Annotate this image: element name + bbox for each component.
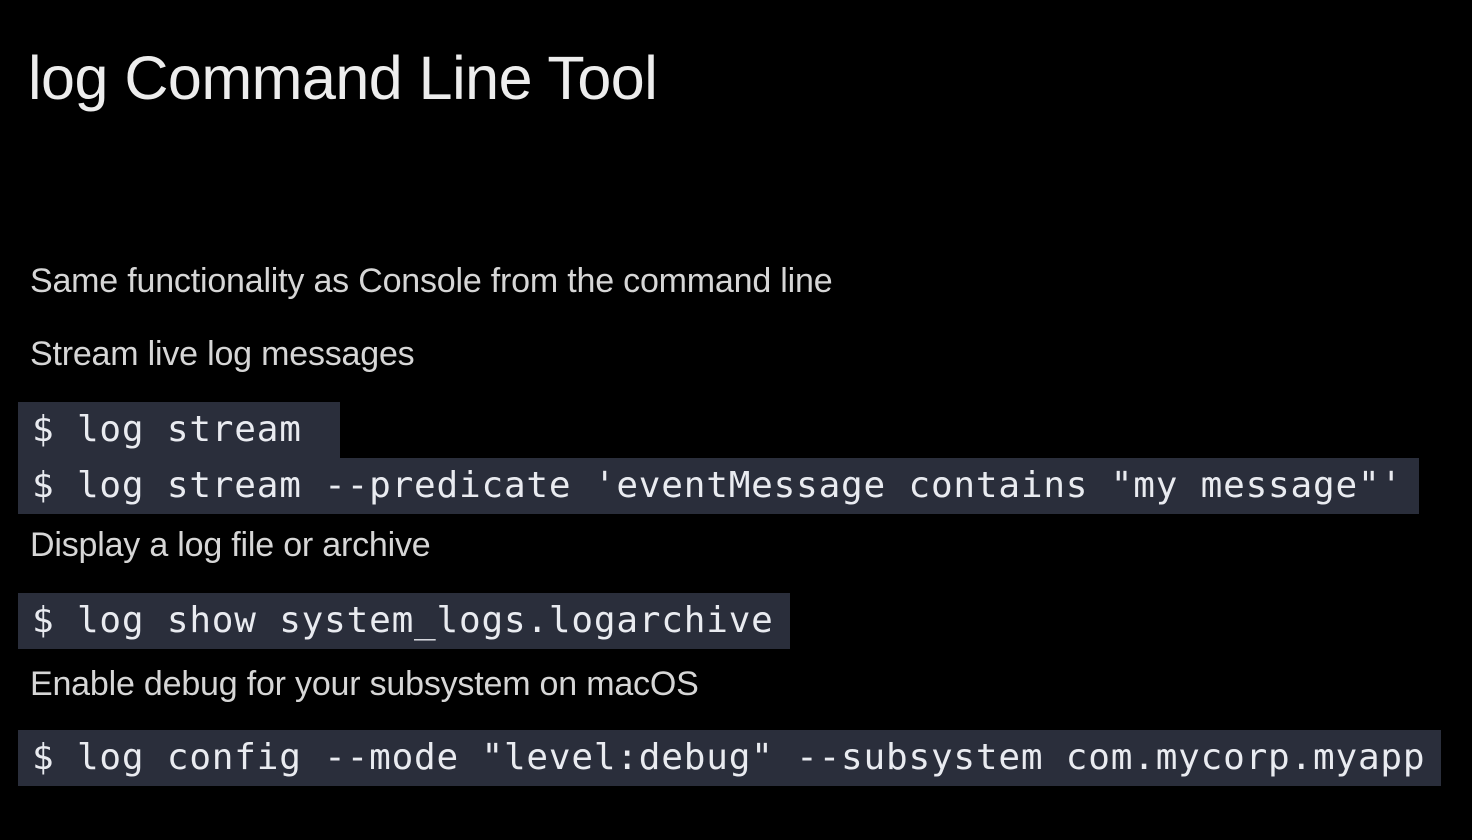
body-line-intro: Same functionality as Console from the c… bbox=[30, 262, 833, 300]
code-line-stream-predicate: $ log stream --predicate 'eventMessage c… bbox=[18, 458, 1419, 514]
code-line-config-debug: $ log config --mode "level:debug" --subs… bbox=[18, 730, 1442, 786]
code-line-stream-basic: $ log stream bbox=[18, 402, 341, 458]
code-block-config: $ log config --mode "level:debug" --subs… bbox=[18, 730, 1442, 786]
code-line-show-archive: $ log show system_logs.logarchive bbox=[18, 593, 790, 649]
body-line-enable: Enable debug for your subsystem on macOS bbox=[30, 665, 699, 703]
body-line-stream: Stream live log messages bbox=[30, 335, 415, 373]
body-line-display: Display a log file or archive bbox=[30, 526, 431, 564]
code-block-stream: $ log stream $ log stream --predicate 'e… bbox=[18, 402, 1419, 514]
code-block-show: $ log show system_logs.logarchive bbox=[18, 593, 790, 649]
slide-title: log Command Line Tool bbox=[28, 43, 658, 112]
